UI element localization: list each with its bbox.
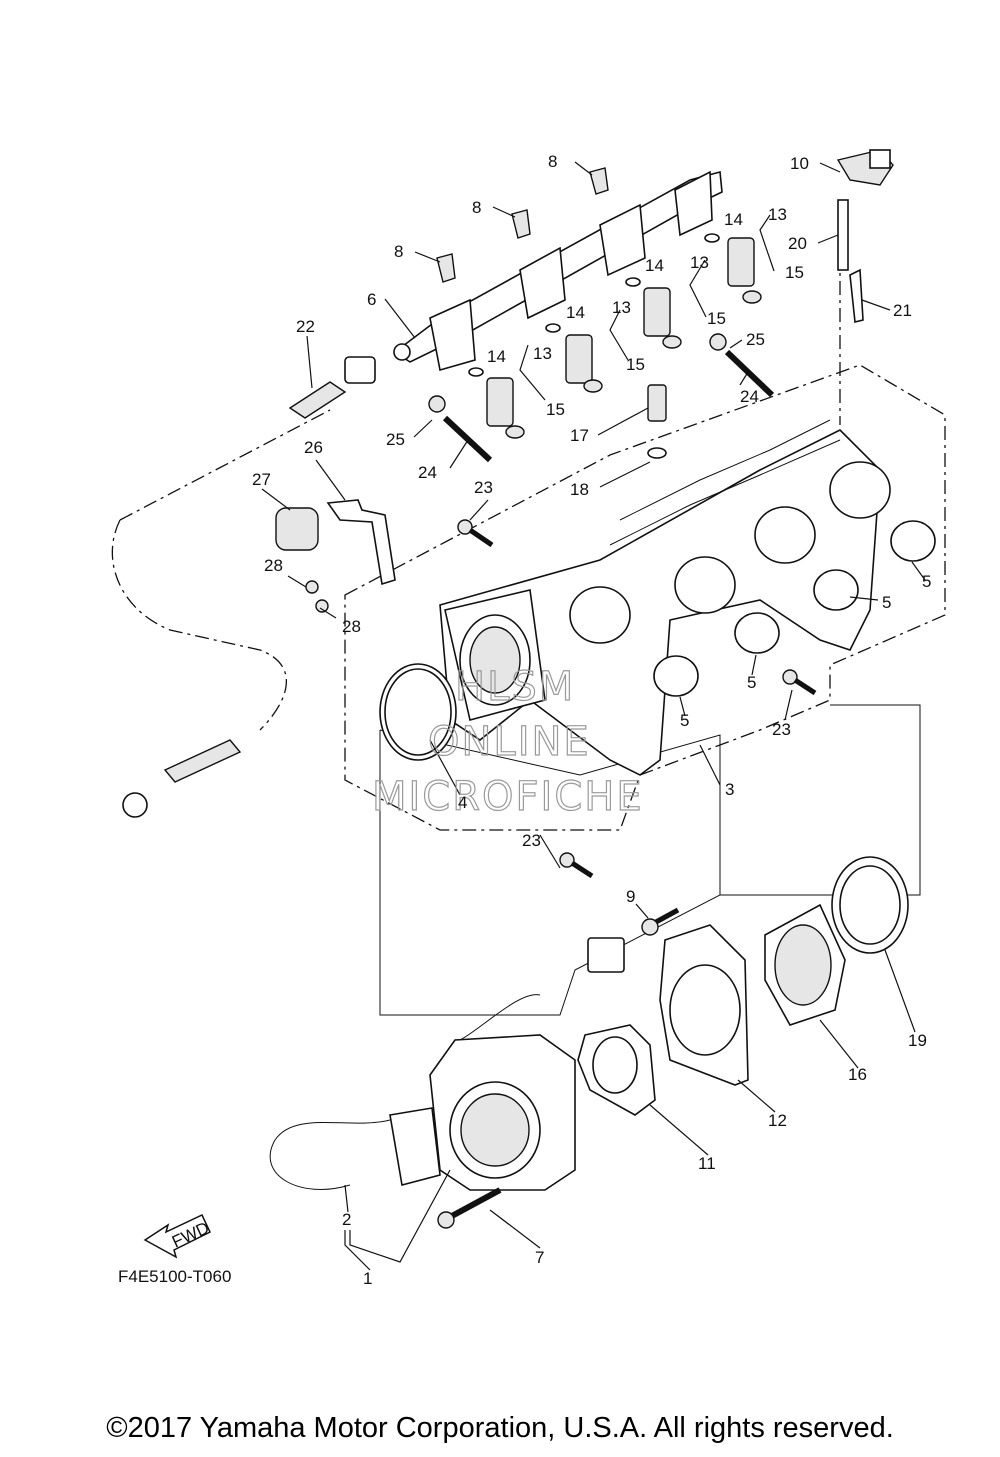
callout-4: 4 <box>458 793 467 812</box>
throttle-group-link <box>720 704 921 896</box>
callout-15a: 15 <box>785 263 804 282</box>
callout-23b: 23 <box>772 720 791 739</box>
o-ring <box>468 233 720 377</box>
screw-28-b <box>315 599 329 613</box>
screw-28-a <box>305 580 319 594</box>
svg-text:HLSM: HLSM <box>455 664 575 710</box>
gasket-4-inner <box>384 668 452 756</box>
callout-10: 10 <box>790 154 809 173</box>
callout-5a: 5 <box>922 572 931 591</box>
gasket-5 <box>653 520 936 697</box>
bolt-7-head <box>437 1211 455 1229</box>
injector-seal <box>505 290 762 439</box>
callout-22: 22 <box>296 317 315 336</box>
fwd-arrow: FWD <box>143 1214 212 1259</box>
screw-8 <box>436 167 609 283</box>
callout-24b: 24 <box>740 387 759 406</box>
callout-9: 9 <box>626 887 635 906</box>
callout-13c: 13 <box>612 298 631 317</box>
ring-19-inner <box>839 865 901 945</box>
diagram-code: F4E5100-T060 <box>118 1267 231 1286</box>
callout-17: 17 <box>570 426 589 445</box>
callout-3: 3 <box>725 780 734 799</box>
throttle-body <box>389 1034 576 1191</box>
spacer-12-bore <box>669 964 741 1056</box>
hose-21 <box>849 268 864 323</box>
watermark: HLSM ONLINE MICROFICHE <box>371 663 644 820</box>
callout-14b: 14 <box>645 256 664 275</box>
callout-5d: 5 <box>680 711 689 730</box>
callout-14d: 14 <box>487 347 506 366</box>
callout-13b: 13 <box>690 253 709 272</box>
callout-labels: 1 2 3 4 5 5 5 5 5 6 7 8 8 8 9 10 11 12 1… <box>252 152 931 1288</box>
callout-leaders <box>261 161 926 1271</box>
callout-27: 27 <box>252 470 271 489</box>
callout-28b: 28 <box>342 617 361 636</box>
callout-19: 19 <box>908 1031 927 1050</box>
callout-5b: 5 <box>882 593 891 612</box>
cushion-27 <box>275 507 319 551</box>
callout-15c: 15 <box>626 355 645 374</box>
callout-23c: 23 <box>522 831 541 850</box>
callout-7: 7 <box>535 1248 544 1267</box>
callout-15d: 15 <box>546 400 565 419</box>
callout-2: 2 <box>342 1210 351 1229</box>
callout-8b: 8 <box>472 198 481 217</box>
bolt-9 <box>641 918 659 936</box>
harness-lead <box>459 994 541 1041</box>
copyright-notice: ©2017 Yamaha Motor Corporation, U.S.A. A… <box>106 1412 894 1444</box>
bracket-26 <box>326 499 396 586</box>
callout-12: 12 <box>768 1111 787 1130</box>
callout-24a: 24 <box>418 463 437 482</box>
callout-13a: 13 <box>768 205 787 224</box>
callout-8c: 8 <box>394 242 403 261</box>
temp-sensor <box>647 384 667 422</box>
fitting-20 <box>837 199 849 271</box>
pressure-sensor <box>836 149 894 186</box>
callout-28a: 28 <box>264 556 283 575</box>
callout-5c: 5 <box>747 673 756 692</box>
fuel-injector <box>486 237 755 427</box>
gasket-11-hole <box>592 1036 638 1094</box>
callout-14a: 14 <box>724 210 743 229</box>
callout-13d: 13 <box>533 344 552 363</box>
fuel-rail <box>393 170 723 372</box>
callout-20: 20 <box>788 234 807 253</box>
callout-6: 6 <box>367 290 376 309</box>
callout-8a: 8 <box>548 152 557 171</box>
callout-23a: 23 <box>474 478 493 497</box>
bolt-23 <box>457 519 817 879</box>
washer-18 <box>647 447 667 459</box>
harness-connector <box>587 937 625 973</box>
callout-16: 16 <box>848 1065 867 1084</box>
callout-18: 18 <box>570 480 589 499</box>
bolt-7 <box>448 1187 502 1220</box>
wire-harness <box>269 1119 391 1190</box>
callout-25a: 25 <box>386 430 405 449</box>
svg-text:ONLINE: ONLINE <box>428 719 591 765</box>
intake-manifold <box>439 419 891 776</box>
cable-connector <box>122 356 376 818</box>
callout-26: 26 <box>304 438 323 457</box>
callout-14c: 14 <box>566 303 585 322</box>
bolt-9-shank <box>654 907 680 925</box>
callout-11: 11 <box>698 1154 716 1173</box>
callout-21: 21 <box>893 301 912 320</box>
stud-bolt <box>428 333 775 463</box>
callout-1: 1 <box>363 1269 372 1288</box>
svg-text:MICROFICHE: MICROFICHE <box>372 774 644 820</box>
screen-16-mesh <box>774 924 832 1006</box>
callout-25b: 25 <box>746 330 765 349</box>
callout-15b: 15 <box>707 309 726 328</box>
